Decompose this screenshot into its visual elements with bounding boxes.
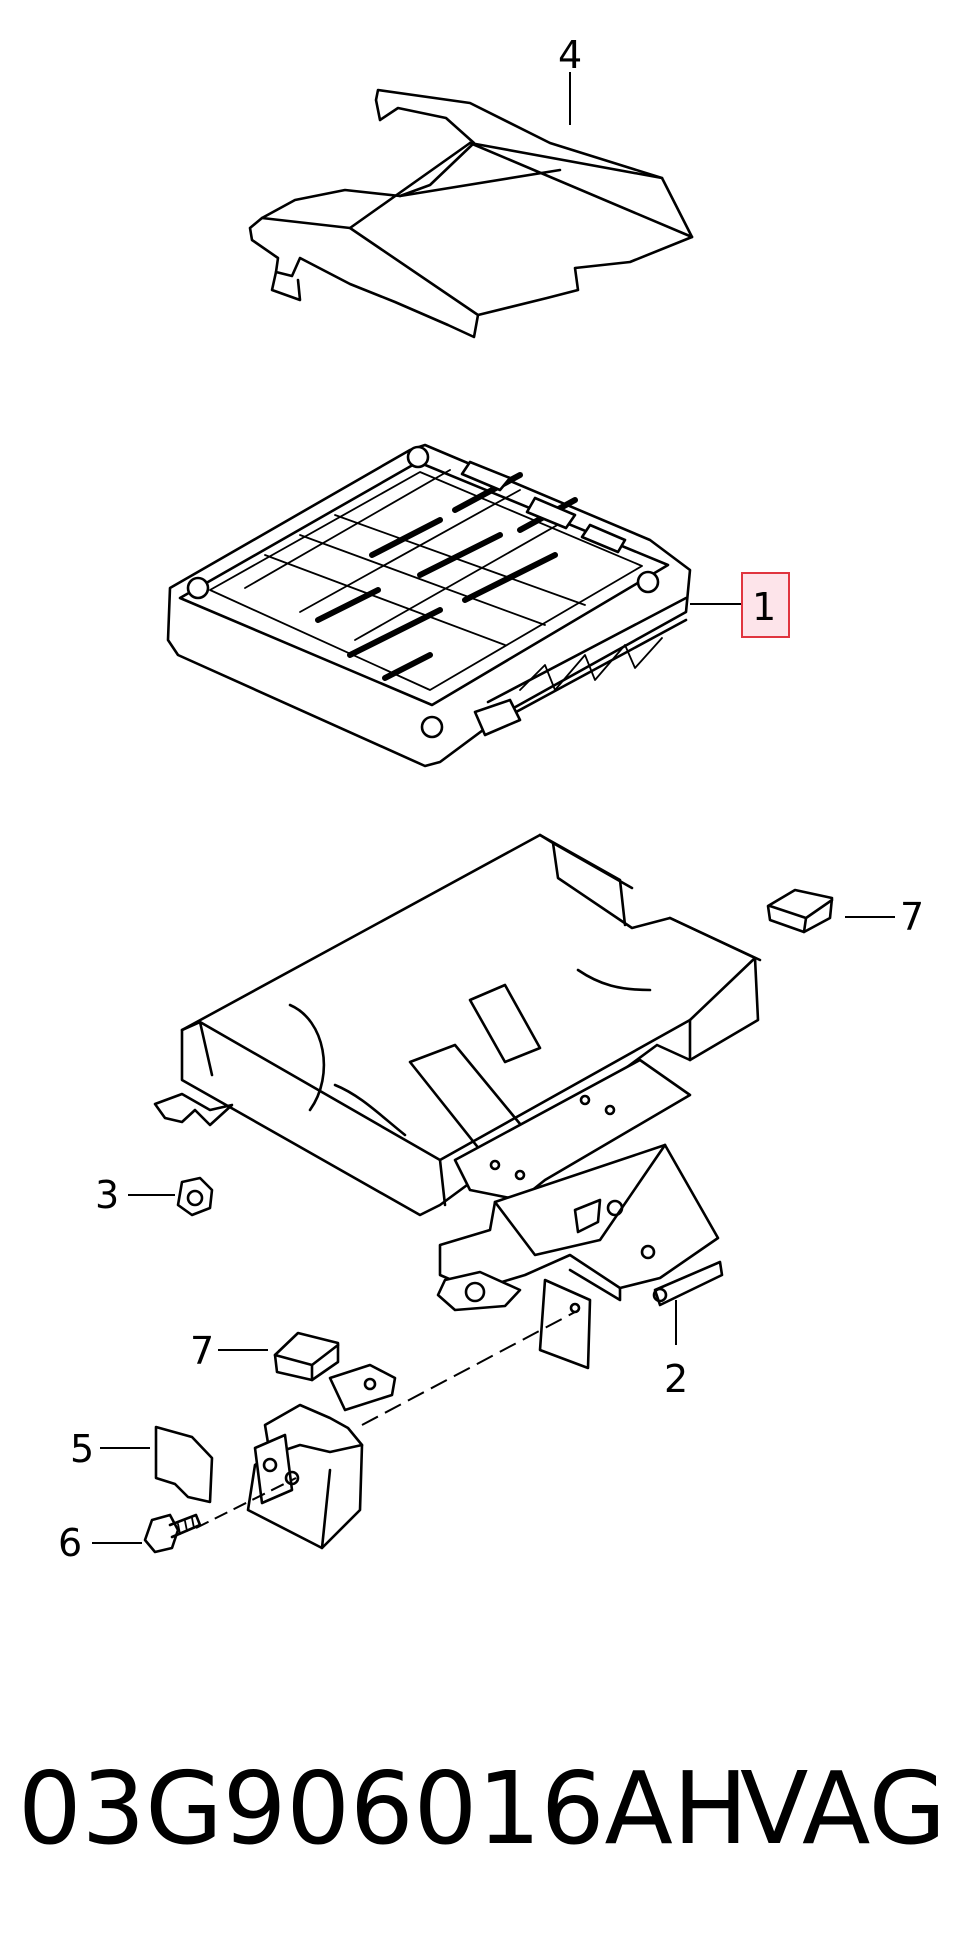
part-cover	[248, 88, 694, 339]
part-plate	[154, 1425, 214, 1504]
part-pad-lower	[273, 1331, 340, 1382]
assembly-lines	[195, 1311, 576, 1529]
callout-5: 5	[70, 1427, 94, 1471]
callout-3: 3	[95, 1173, 119, 1217]
part-holder	[246, 1363, 397, 1550]
callout-2: 2	[664, 1357, 688, 1401]
callout-1: 1	[752, 585, 776, 629]
part-bolt	[143, 1513, 202, 1554]
callout-1-highlight[interactable]	[741, 572, 790, 638]
part-bracket	[153, 833, 762, 1370]
callout-7-upper: 7	[900, 895, 924, 939]
part-number-label: 03G906016AH	[18, 1750, 748, 1867]
part-nut	[176, 1176, 214, 1217]
part-ecu	[166, 443, 692, 768]
callout-4: 4	[558, 33, 582, 77]
callout-7-lower: 7	[190, 1329, 214, 1373]
brand-label: VAG	[740, 1750, 946, 1867]
callout-6: 6	[58, 1521, 82, 1565]
part-pad-upper	[766, 888, 834, 934]
